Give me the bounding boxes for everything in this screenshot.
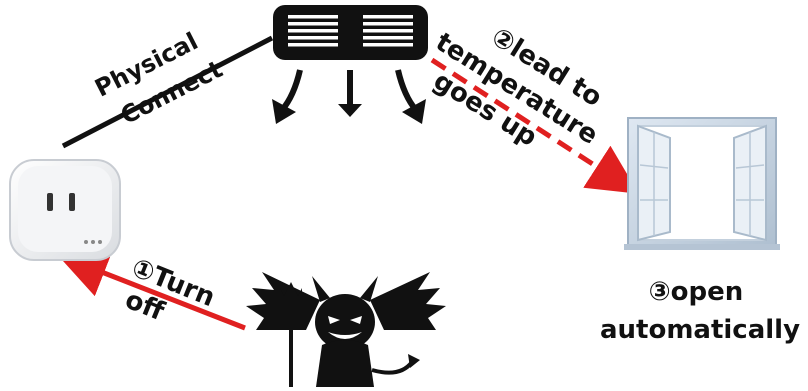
window-icon (624, 117, 780, 250)
physical-connect-label: Physical Connect (90, 27, 227, 130)
smart-plug-icon (9, 159, 121, 261)
step3-label-line2: automatically (600, 315, 800, 345)
turn-off-arrow (57, 249, 246, 331)
temperature-arrow (430, 57, 639, 194)
devil-icon (246, 272, 446, 387)
air-conditioner-icon (272, 5, 428, 124)
physical-connection-line (61, 35, 274, 149)
step2-label: ②lead to temperature goes up (428, 22, 607, 153)
step3-label-line1: ③open (649, 277, 744, 307)
devil-face (328, 316, 362, 339)
